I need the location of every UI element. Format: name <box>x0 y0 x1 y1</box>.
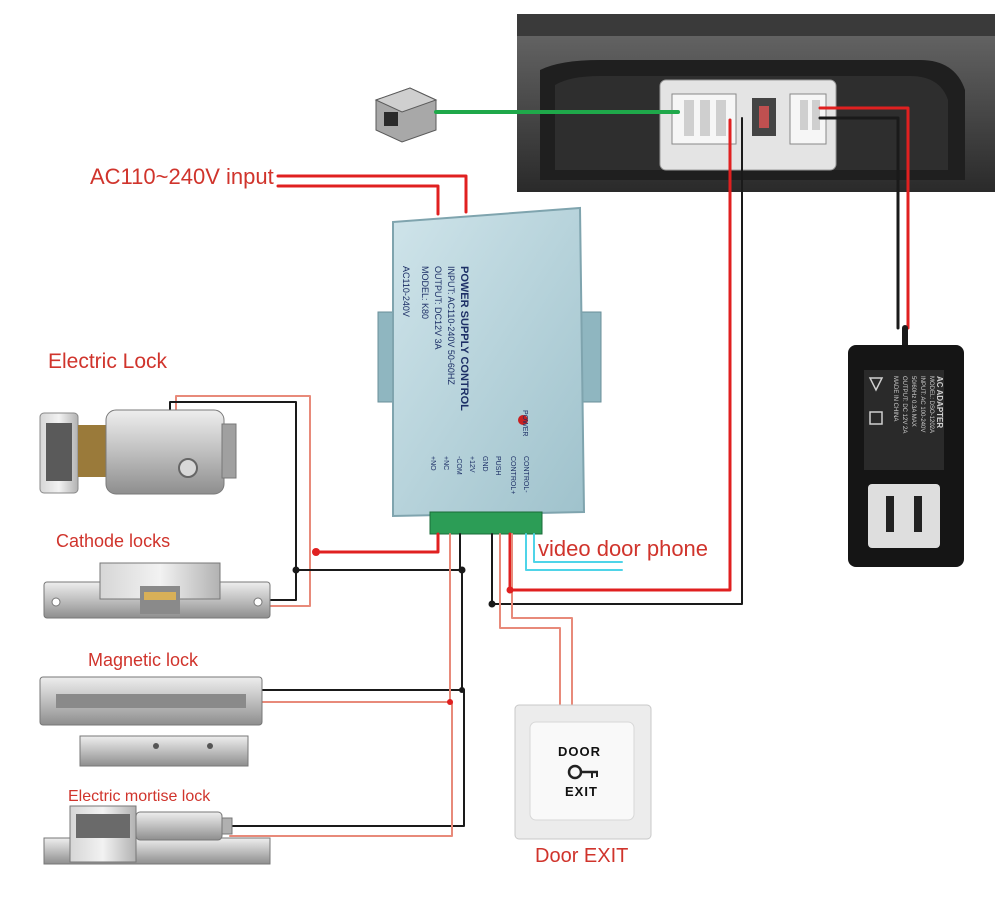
mortise-lock-illustration <box>43 805 271 865</box>
adapter-label-block: AC ADAPTER MODEL: DSO-1202A INPUT: AC 10… <box>864 376 944 468</box>
magnetic-lock-label: Magnetic lock <box>88 650 199 670</box>
adapter-line-4: OUTPUT: DC 12V 2A <box>901 376 907 434</box>
psu-input: INPUT: AC110-240V 50-60HZ <box>446 266 456 385</box>
rj45-jack-icon <box>374 87 438 143</box>
psu-output: OUTPUT: DC12V 3A <box>433 266 443 350</box>
video-door-phone-unit <box>517 14 995 192</box>
magnetic-lock-illustration <box>39 676 263 767</box>
psu-ac-mark: AC110-240V <box>401 266 411 317</box>
power-supply-box <box>377 206 602 535</box>
adapter-title: AC ADAPTER <box>935 376 944 429</box>
key-icon <box>567 764 598 780</box>
terminal-gnd: GND <box>481 456 488 472</box>
terminal-nc: +NC <box>442 456 449 471</box>
exit-button-exit-text: EXIT <box>565 784 598 799</box>
cathode-lock-illustration <box>43 562 271 619</box>
electric-lock-label: Electric Lock <box>48 350 168 373</box>
terminal-push: PUSH <box>494 456 501 476</box>
adapter-line-1: MODEL: DSO-1202A <box>928 376 934 434</box>
adapter-line-2: INPUT: AC 100-240V <box>919 376 925 433</box>
terminal-12v: +12V <box>468 456 475 473</box>
door-exit-button <box>514 704 652 840</box>
wires <box>169 106 910 837</box>
terminal-no: +NO <box>429 456 436 471</box>
psu-model: MODEL: K80 <box>420 266 430 320</box>
terminal-control-plus: CONTROL+ <box>509 456 516 495</box>
terminal-com: -COM <box>455 456 462 475</box>
ac-adapter <box>848 345 964 567</box>
mortise-lock-label: Electric mortise lock <box>68 788 211 805</box>
terminal-control-minus: CONTROL- <box>522 456 529 493</box>
cathode-locks-label: Cathode locks <box>56 531 171 551</box>
adapter-line-5: MADE IN CHINA <box>892 376 898 422</box>
door-exit-label: Door EXIT <box>535 845 629 867</box>
adapter-line-3: 50/60Hz 0.3A MAX <box>910 376 916 427</box>
video-door-phone-label: video door phone <box>538 536 709 561</box>
exit-button-door-text: DOOR <box>558 744 601 759</box>
psu-title: POWER SUPPLY CONTROL <box>458 266 470 411</box>
psu-terminal-labels: +NO +NC -COM +12V GND PUSH CONTROL+ CONT… <box>429 456 546 512</box>
electric-lock-illustration <box>39 409 237 495</box>
psu-label-block: POWER SUPPLY CONTROL INPUT: AC110-240V 5… <box>330 266 470 436</box>
psu-power-led-label: POWER <box>521 410 528 437</box>
ac-input-label: AC110~240V input <box>90 164 274 189</box>
